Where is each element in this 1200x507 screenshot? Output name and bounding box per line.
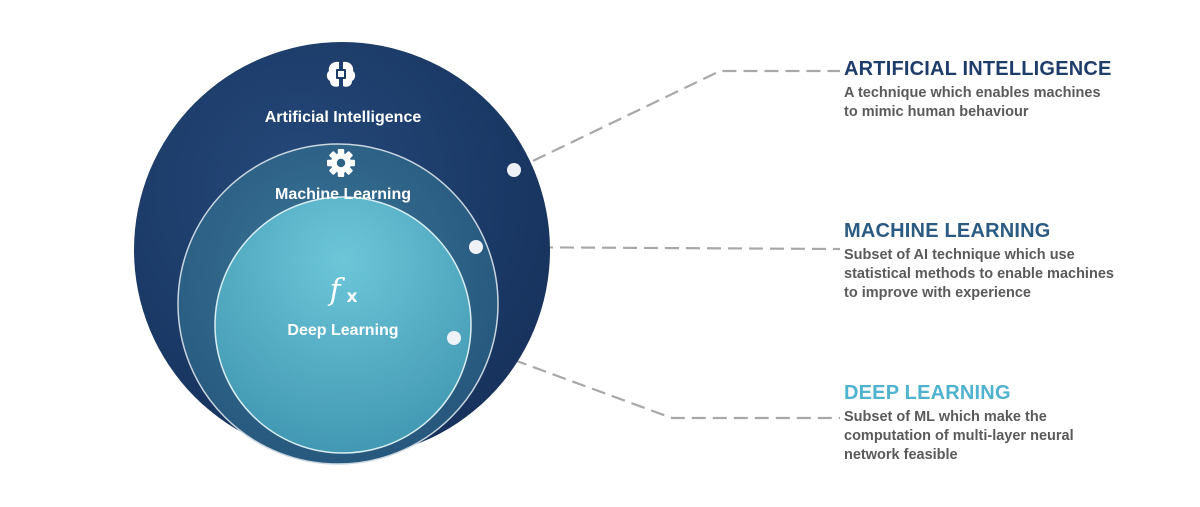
ml-legend-line: Subset of AI technique which use: [844, 247, 1075, 263]
ml-legend-description: Subset of AI technique which use statist…: [844, 246, 1174, 303]
ml-legend-line: to improve with experience: [844, 285, 1031, 301]
ml-connector-line: [475, 245, 841, 251]
ml-legend-title: MACHINE LEARNING: [844, 220, 1051, 242]
dl-legend-title: DEEP LEARNING: [844, 382, 1011, 404]
ai-legend-description: A technique which enables machines to mi…: [844, 84, 1174, 122]
ml-connector-dot: [469, 240, 483, 254]
ai-legend-title: ARTIFICIAL INTELLIGENCE: [844, 58, 1112, 80]
ai-circle-label: Artificial Intelligence: [265, 109, 422, 126]
brain-chip-icon: [326, 61, 356, 87]
dl-connector-line: [453, 336, 840, 420]
dl-circle: [214, 196, 472, 454]
ai-legend: ARTIFICIAL INTELLIGENCE A technique whic…: [844, 58, 1174, 122]
ai-connector-line: [513, 69, 840, 171]
dl-legend: DEEP LEARNING Subset of ML which make th…: [844, 382, 1174, 465]
ai-legend-line: to mimic human behaviour: [844, 104, 1029, 120]
ml-legend: MACHINE LEARNING Subset of AI technique …: [844, 220, 1174, 303]
dl-legend-line: computation of multi-layer neural: [844, 428, 1074, 444]
ml-legend-line: statistical methods to enable machines: [844, 266, 1114, 282]
ai-connector-dot: [507, 163, 521, 177]
dl-legend-description: Subset of ML which make the computation …: [844, 408, 1174, 465]
dl-legend-line: Subset of ML which make the: [844, 409, 1047, 425]
svg-text:x: x: [347, 287, 358, 307]
ai-legend-line: A technique which enables machines: [844, 85, 1101, 101]
ml-circle-label: Machine Learning: [275, 186, 411, 203]
dl-connector-dot: [447, 331, 461, 345]
dl-circle-label: Deep Learning: [287, 322, 398, 339]
dl-legend-line: network feasible: [844, 447, 958, 463]
gear-icon: [327, 149, 355, 177]
